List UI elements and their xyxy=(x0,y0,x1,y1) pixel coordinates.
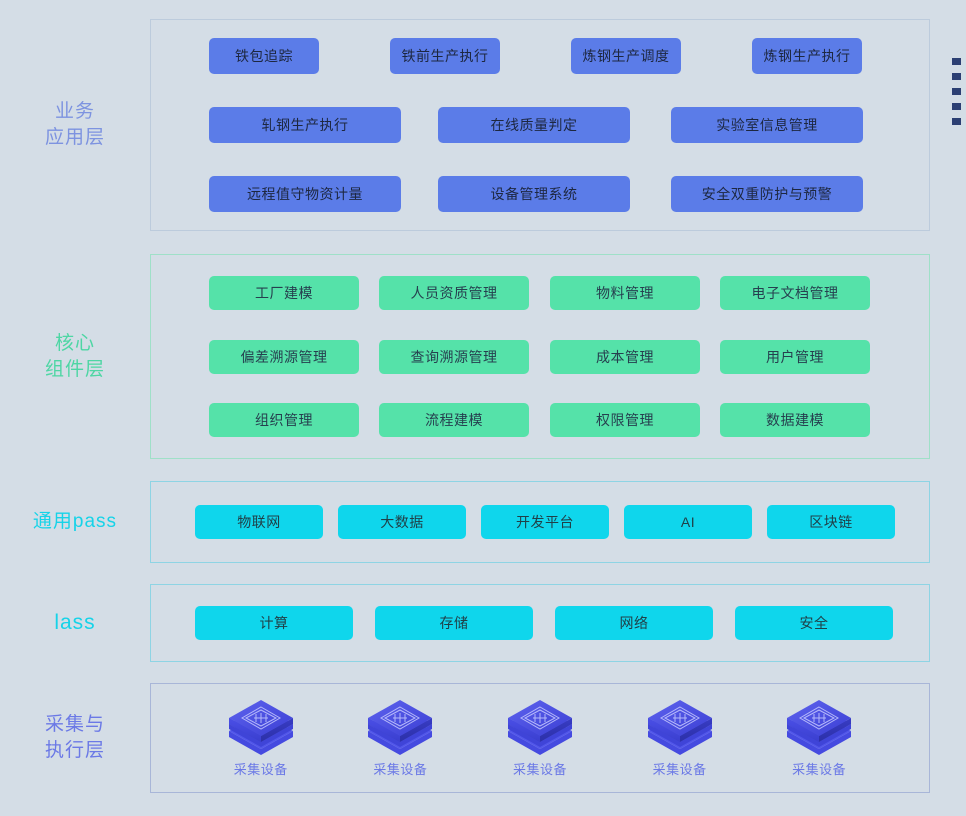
layer-label-core-components: 核心 组件层 xyxy=(44,332,105,380)
collection-device-cube-icon xyxy=(223,699,299,755)
node-iaas-1[interactable]: 计算 xyxy=(195,606,353,640)
layer-label-general-paas: 通用pass xyxy=(32,511,118,532)
node-business-1-4[interactable]: 炼钢生产执行 xyxy=(752,38,862,74)
node-iaas-2[interactable]: 存储 xyxy=(375,606,533,640)
node-core-3-4[interactable]: 数据建模 xyxy=(720,403,870,437)
node-paas-2[interactable]: 大数据 xyxy=(338,505,466,539)
layer-business-application: 业务 应用层 铁包追踪 铁前生产执行 炼钢生产调度 炼钢生产执行 轧钢生产执行 … xyxy=(0,14,966,236)
node-paas-3[interactable]: 开发平台 xyxy=(481,505,609,539)
node-business-1-1[interactable]: 铁包追踪 xyxy=(209,38,319,74)
node-core-2-2[interactable]: 查询溯源管理 xyxy=(379,339,529,374)
device-label: 采集设备 xyxy=(512,761,567,777)
layer-core-components: 核心 组件层 工厂建模 人员资质管理 物料管理 电子文档管理 偏差溯源管理 查询… xyxy=(0,254,966,459)
node-business-3-2[interactable]: 设备管理系统 xyxy=(438,176,630,212)
panel-row: 铁包追踪 铁前生产执行 炼钢生产调度 炼钢生产执行 xyxy=(151,38,929,74)
panel-row: 远程值守物资计量 设备管理系统 安全双重防护与预警 xyxy=(151,176,929,212)
panel-row: 物联网 大数据 开发平台 AI 区块链 xyxy=(151,505,929,539)
node-core-1-4[interactable]: 电子文档管理 xyxy=(720,276,870,310)
panel-row: 组织管理 流程建模 权限管理 数据建模 xyxy=(151,403,929,437)
layer-panel-iaas: 计算 存储 网络 安全 xyxy=(150,584,930,662)
node-core-3-2[interactable]: 流程建模 xyxy=(379,403,529,437)
node-business-2-3[interactable]: 实验室信息管理 xyxy=(671,107,863,143)
device-item[interactable]: 采集设备 xyxy=(345,699,455,778)
collection-device-cube-icon xyxy=(502,699,578,755)
node-business-2-2[interactable]: 在线质量判定 xyxy=(438,107,630,143)
node-core-1-3[interactable]: 物料管理 xyxy=(550,276,700,310)
layer-collection-execution: 采集与 执行层 xyxy=(0,683,966,793)
layer-label-business-application: 业务 应用层 xyxy=(44,101,105,148)
device-item[interactable]: 采集设备 xyxy=(206,699,316,778)
collection-device-cube-icon xyxy=(362,699,438,755)
node-core-3-1[interactable]: 组织管理 xyxy=(209,403,359,437)
collection-device-cube-icon xyxy=(642,699,718,755)
device-label: 采集设备 xyxy=(652,761,707,777)
edge-note-item xyxy=(952,88,961,95)
node-paas-4[interactable]: AI xyxy=(624,505,752,539)
node-business-1-3[interactable]: 炼钢生产调度 xyxy=(571,38,681,74)
layer-panel-general-paas: 物联网 大数据 开发平台 AI 区块链 xyxy=(150,481,930,563)
node-business-2-1[interactable]: 轧钢生产执行 xyxy=(209,107,401,143)
panel-row: 工厂建模 人员资质管理 物料管理 电子文档管理 xyxy=(151,276,929,310)
layer-general-paas: 通用pass 物联网 大数据 开发平台 AI 区块链 xyxy=(0,481,966,563)
layer-panel-collection-execution: 采集设备 xyxy=(150,683,930,793)
collection-device-cube-icon xyxy=(781,699,857,755)
node-business-3-3[interactable]: 安全双重防护与预警 xyxy=(671,176,863,212)
device-label: 采集设备 xyxy=(233,761,288,777)
node-paas-1[interactable]: 物联网 xyxy=(195,505,323,539)
device-item[interactable]: 采集设备 xyxy=(485,699,595,778)
edge-note-item xyxy=(952,73,961,80)
panel-row: 偏差溯源管理 查询溯源管理 成本管理 用户管理 xyxy=(151,339,929,374)
node-core-2-1[interactable]: 偏差溯源管理 xyxy=(209,339,359,374)
device-label: 采集设备 xyxy=(373,761,428,777)
node-iaas-4[interactable]: 安全 xyxy=(735,606,893,640)
device-label: 采集设备 xyxy=(792,761,847,777)
device-item[interactable]: 采集设备 xyxy=(625,699,735,778)
node-core-2-3[interactable]: 成本管理 xyxy=(550,339,700,374)
edge-note-item xyxy=(952,103,961,110)
panel-row: 轧钢生产执行 在线质量判定 实验室信息管理 xyxy=(151,107,929,143)
layer-label-collection-execution: 采集与 执行层 xyxy=(44,714,105,761)
node-core-1-2[interactable]: 人员资质管理 xyxy=(379,276,529,310)
node-core-2-4[interactable]: 用户管理 xyxy=(720,339,870,374)
layer-panel-business-application: 铁包追踪 铁前生产执行 炼钢生产调度 炼钢生产执行 轧钢生产执行 在线质量判定 … xyxy=(150,19,930,231)
layer-panel-core-components: 工厂建模 人员资质管理 物料管理 电子文档管理 偏差溯源管理 查询溯源管理 成本… xyxy=(150,254,930,459)
layer-label-iaas: lass xyxy=(54,611,96,634)
layer-iaas: lass 计算 存储 网络 安全 xyxy=(0,584,966,662)
device-item[interactable]: 采集设备 xyxy=(764,699,874,778)
edge-note-item xyxy=(952,58,961,65)
panel-row: 计算 存储 网络 安全 xyxy=(151,606,929,640)
edge-note-item xyxy=(952,118,961,125)
node-business-1-2[interactable]: 铁前生产执行 xyxy=(390,38,500,74)
node-paas-5[interactable]: 区块链 xyxy=(767,505,895,539)
node-business-3-1[interactable]: 远程值守物资计量 xyxy=(209,176,401,212)
node-core-3-3[interactable]: 权限管理 xyxy=(550,403,700,437)
edge-clipped-notes xyxy=(952,58,966,125)
node-core-1-1[interactable]: 工厂建模 xyxy=(209,276,359,310)
node-iaas-3[interactable]: 网络 xyxy=(555,606,713,640)
